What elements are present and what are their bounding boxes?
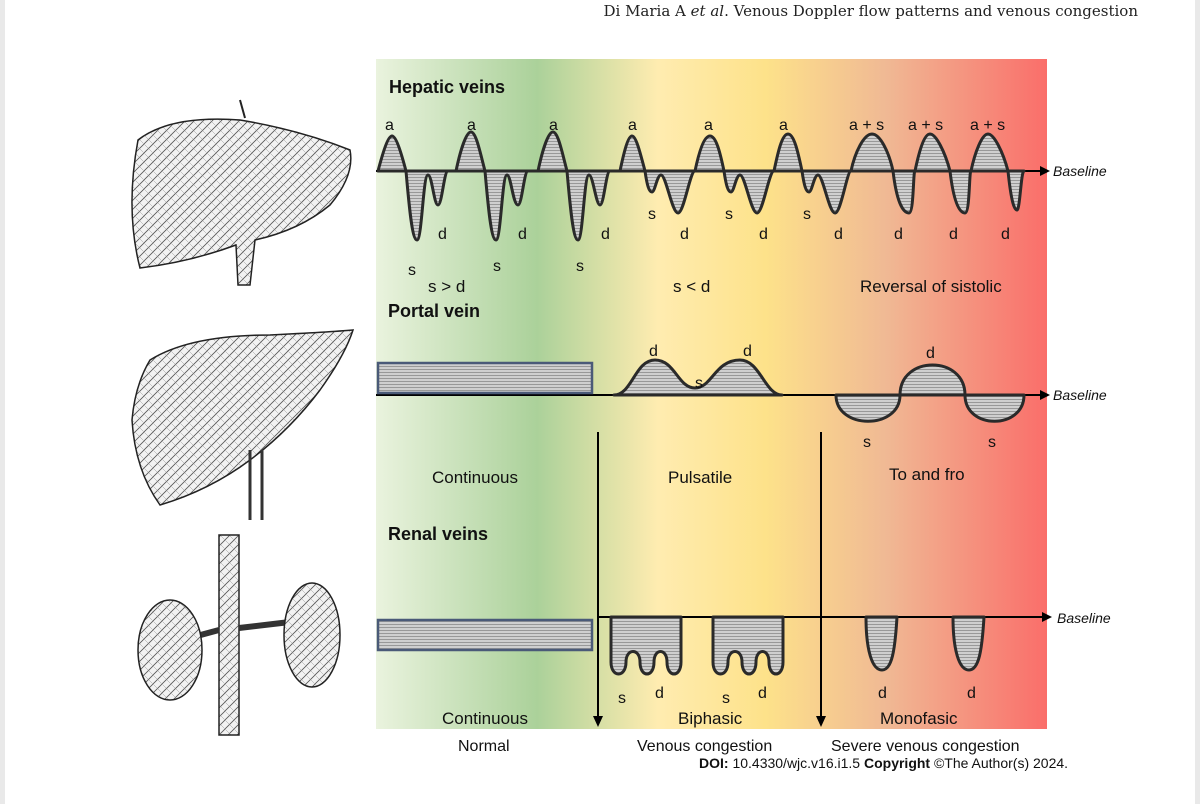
portal-continuous-bar: [376, 361, 594, 395]
d-label: d: [1001, 226, 1010, 243]
peak-label: a: [704, 117, 713, 134]
d-label: d: [949, 226, 958, 243]
divider-arrow: [816, 432, 826, 727]
d-label: d: [894, 226, 903, 243]
d-label: d: [967, 685, 976, 702]
hepatic-labels: a a a a a a a + s a + s a + s d d d d d …: [385, 117, 1010, 296]
page-edge-right: [1195, 0, 1200, 804]
renal-monophasic-wave: [951, 615, 986, 672]
portal-normal-caption: Continuous: [432, 468, 518, 487]
portal-severe-caption: To and fro: [889, 465, 965, 484]
liver-sketch-icon: [131, 99, 352, 286]
s-label: s: [648, 206, 656, 223]
divider-arrow: [593, 432, 603, 727]
renal-severe-caption: Monofasic: [880, 709, 958, 728]
category-normal: Normal: [458, 738, 510, 755]
s-label: s: [493, 258, 501, 275]
peak-label: a: [628, 117, 637, 134]
hepatic-veins-title: Hepatic veins: [389, 77, 505, 97]
s-label: s: [988, 434, 996, 451]
renal-waveform: [376, 615, 986, 676]
peak-label: a: [549, 117, 558, 134]
hepatic-severe-caption: Reversal of sistolic: [860, 277, 1002, 296]
portal-waveform: [376, 358, 1026, 423]
renal-veins-title: Renal veins: [388, 524, 488, 544]
portal-pulsatile-wave: [612, 358, 784, 397]
peak-label: a: [385, 117, 394, 134]
hepatic-normal-caption: s > d: [428, 277, 465, 296]
s-label: s: [863, 434, 871, 451]
portal-congestion-caption: Pulsatile: [668, 468, 732, 487]
d-label: d: [438, 226, 447, 243]
baseline-arrowhead: [1040, 166, 1050, 176]
s-label: s: [725, 206, 733, 223]
page-header: Di Maria A et al. Venous Doppler flow pa…: [603, 2, 1138, 20]
s-label: s: [722, 690, 730, 707]
kidneys-sketch-icon: [137, 534, 341, 736]
peak-label: a + s: [970, 117, 1005, 134]
page-edge-left: [0, 0, 5, 804]
d-label: d: [649, 343, 658, 360]
renal-biphasic-wave: [609, 615, 683, 676]
baseline-arrowhead: [1042, 612, 1052, 622]
renal-normal-caption: Continuous: [442, 709, 528, 728]
s-label: s: [695, 375, 703, 392]
d-label: d: [878, 685, 887, 702]
peak-label: a: [467, 117, 476, 134]
s-label: s: [803, 206, 811, 223]
renal-monophasic-wave: [864, 615, 899, 672]
peak-label: a: [779, 117, 788, 134]
d-label: d: [601, 226, 610, 243]
renal-labels: s d s d d d Continuous Biphasic Monofasi…: [442, 685, 976, 728]
baseline-label: Baseline: [1057, 610, 1111, 626]
peak-label: a + s: [849, 117, 884, 134]
d-label: d: [926, 345, 935, 362]
liver-sketch-icon: [131, 329, 355, 520]
d-label: d: [655, 685, 664, 702]
d-label: d: [834, 226, 843, 243]
d-label: d: [758, 685, 767, 702]
d-label: d: [518, 226, 527, 243]
category-venous-congestion: Venous congestion: [637, 738, 772, 755]
d-label: d: [743, 343, 752, 360]
d-label: d: [680, 226, 689, 243]
renal-congestion-caption: Biphasic: [678, 709, 743, 728]
hepatic-waveform: [376, 130, 1026, 242]
page-footer: DOI: 10.4330/wjc.v16.i1.5 Copyright ©The…: [699, 755, 1069, 771]
hepatic-congestion-caption: s < d: [673, 277, 710, 296]
portal-tofro-wave: [834, 363, 1026, 423]
baseline-arrowhead: [1040, 390, 1050, 400]
baseline-label: Baseline: [1053, 387, 1107, 403]
baseline-label: Baseline: [1053, 163, 1107, 179]
d-label: d: [759, 226, 768, 243]
s-label: s: [618, 690, 626, 707]
portal-labels: d d d s s s Continuous Pulsatile To and …: [432, 343, 996, 487]
s-label: s: [408, 262, 416, 279]
renal-biphasic-wave: [711, 615, 785, 676]
peak-label: a + s: [908, 117, 943, 134]
s-label: s: [576, 258, 584, 275]
portal-vein-title: Portal vein: [388, 301, 480, 321]
category-severe-venous-congestion: Severe venous congestion: [831, 738, 1020, 755]
renal-continuous-bar: [376, 618, 594, 652]
